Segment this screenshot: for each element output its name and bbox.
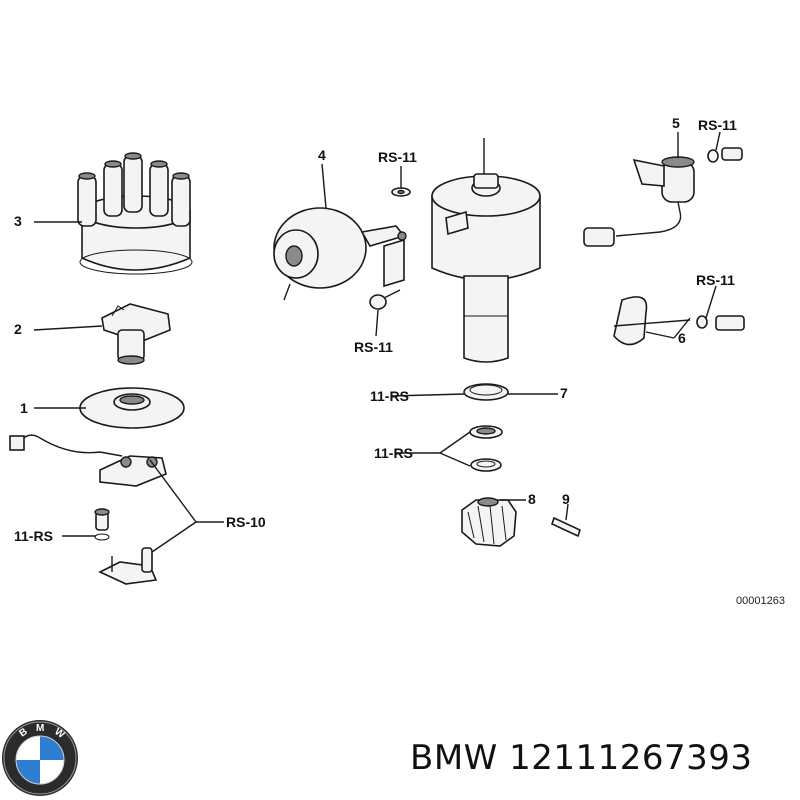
callout-4: 4 [318,147,326,163]
drive-gear [461,497,517,547]
distributor-cap [77,152,193,275]
vacuum-advance-unit [273,207,407,301]
callout-rs-11-right-mid: RS-11 [696,272,735,288]
dust-shield [79,387,185,429]
callout-5: 5 [672,115,680,131]
callout-11-rs-rings: 11-RS [374,445,413,461]
callout-rs-11-top: RS-11 [378,149,417,165]
rotor [101,303,171,365]
callout-11-rs-ring: 11-RS [370,388,409,404]
breaker-points [9,434,167,585]
callout-2: 2 [14,321,22,337]
callout-11-rs-left: 11-RS [14,528,53,544]
callout-1: 1 [20,400,28,416]
leader-lines [33,131,721,553]
callout-3: 3 [14,213,22,229]
sensor-unit [583,147,743,247]
clip-part [613,296,745,346]
distributor-body [431,138,541,363]
callout-8: 8 [528,491,536,507]
drawing-code: 00001263 [736,595,785,607]
part-number-title: BMW 12111267393 [410,738,753,778]
vacuum-screws [369,187,411,310]
callout-9: 9 [562,491,570,507]
callout-6: 6 [678,330,686,346]
callout-rs-11-right-top: RS-11 [698,117,737,133]
seal-rings [463,383,509,472]
callout-rs-10: RS-10 [226,514,266,530]
callout-7: 7 [560,385,568,401]
pin [551,516,581,538]
bmw-logo: B M W [2,720,78,796]
svg-text:M: M [36,723,44,734]
callout-rs-11-bottom: RS-11 [354,339,393,355]
